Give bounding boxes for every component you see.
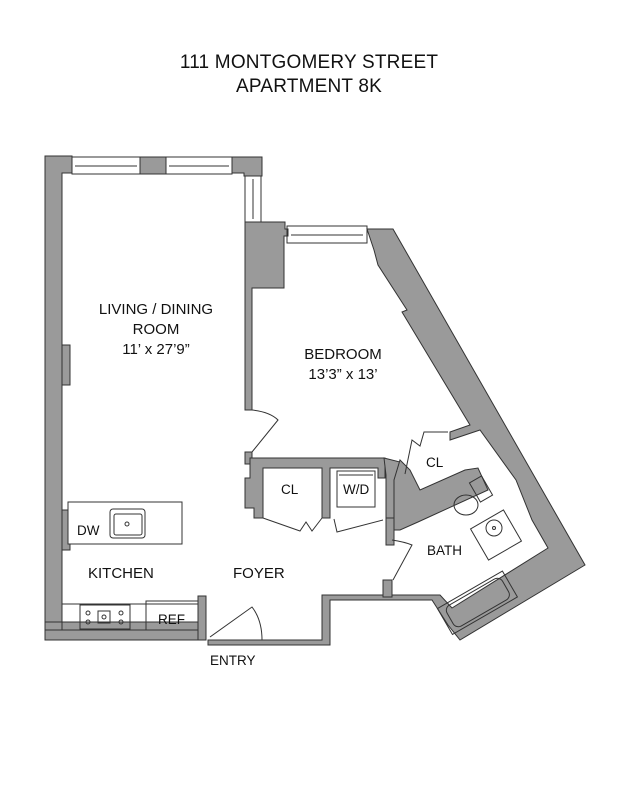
window-living-2 (165, 156, 233, 175)
wall-foyer-closets (244, 457, 386, 519)
fixture-label-refrigerator: REF (158, 612, 185, 627)
wall-top-pier (139, 156, 167, 175)
door-closet-foyer (262, 517, 323, 532)
washer-dryer (336, 470, 376, 508)
room-label-laundry: W/D (343, 482, 370, 497)
wall-bath-bottom-jamb (382, 579, 393, 598)
wall-top-right-corner (231, 156, 263, 177)
wall-bath-left (385, 517, 395, 546)
wall-diagonal-exterior (207, 228, 586, 646)
toilet (453, 494, 479, 516)
refrigerator (145, 600, 199, 631)
wall-left-pilaster (61, 344, 71, 386)
door-bath (391, 539, 413, 581)
window-bedroom (286, 225, 368, 244)
room-name-living-line1: LIVING / DINING (98, 301, 214, 318)
door-closet-bedroom (404, 431, 448, 475)
wall-left (44, 155, 73, 623)
room-label-foyer: FOYER (233, 565, 285, 582)
window-living-side (244, 175, 262, 223)
bathtub (436, 570, 519, 636)
stove (79, 604, 131, 630)
door-laundry (333, 518, 384, 533)
room-dimensions-bedroom: 13’3” x 13’ (308, 366, 378, 383)
door-entry (209, 606, 263, 641)
bath-sink (469, 509, 523, 561)
room-name-bedroom: BEDROOM (304, 346, 382, 363)
room-label-kitchen: KITCHEN (88, 565, 154, 582)
door-bedroom (251, 409, 279, 453)
room-label-bath: BATH (427, 543, 463, 558)
toilet-tank (468, 475, 494, 503)
room-label-living: LIVING / DINING ROOM 11’ x 27’9” (76, 300, 236, 360)
room-label-bedroom: BEDROOM 13’3” x 13’ (278, 345, 408, 385)
room-dimensions-living: 11’ x 27’9” (122, 341, 190, 358)
window-living-1 (71, 156, 141, 175)
wall-bedroom-left (244, 221, 289, 411)
kitchen-sink (109, 508, 146, 539)
room-name-living-line2: ROOM (132, 321, 180, 338)
room-label-closet-bedroom: CL (426, 455, 444, 470)
entry-label: ENTRY (210, 653, 256, 668)
plan-title-address: 111 MONTGOMERY STREET (179, 52, 439, 73)
wall-closet-bath (393, 459, 489, 531)
wall-entry-jamb (197, 595, 207, 641)
fixture-label-dishwasher: DW (77, 523, 100, 538)
wall-bottom-kitchen-base (44, 629, 206, 641)
plan-title-unit: APARTMENT 8K (236, 76, 382, 97)
room-label-closet-foyer: CL (281, 482, 299, 497)
